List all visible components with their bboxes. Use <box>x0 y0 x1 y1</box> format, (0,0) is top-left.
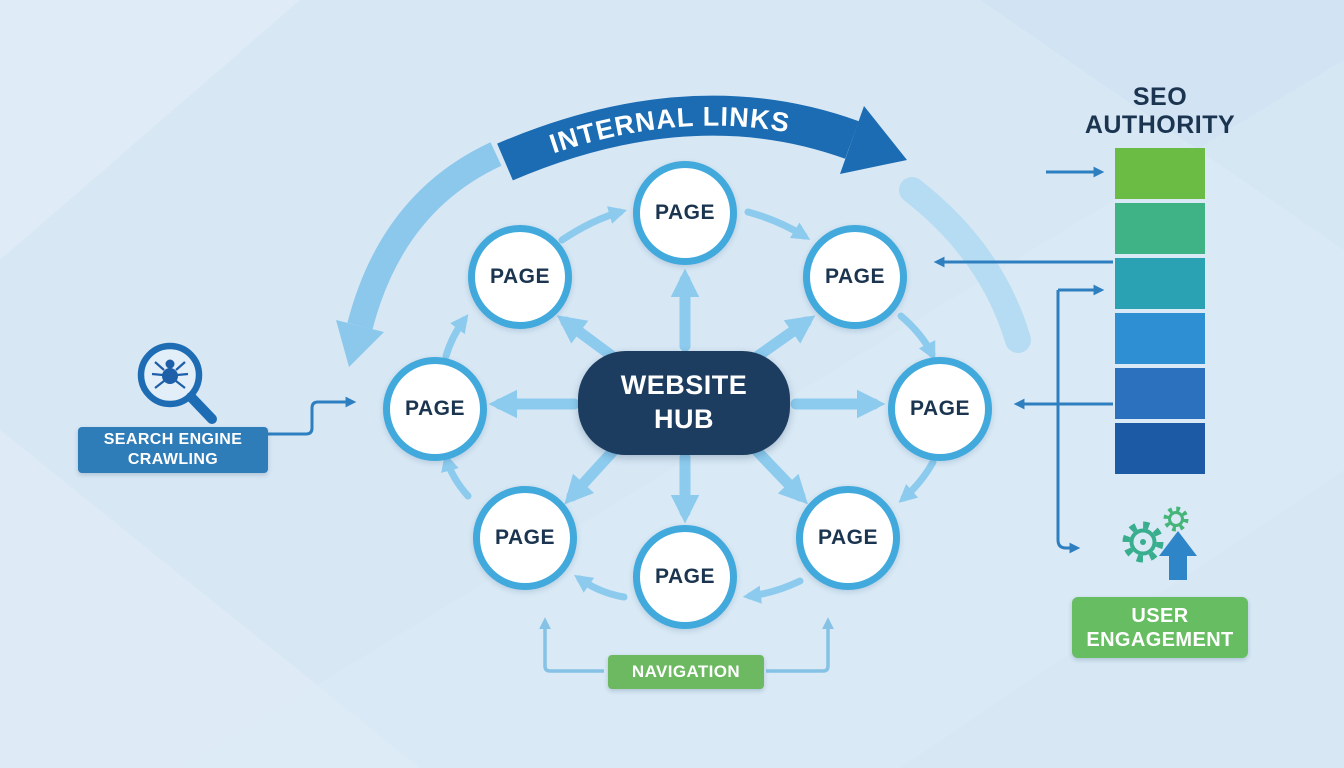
seo-bar <box>1115 258 1205 309</box>
internal-links-label: INTERNAL LINKS <box>546 102 792 160</box>
navigation-text: NAVIGATION <box>631 662 741 681</box>
website-hub: WEBSITE HUB <box>578 351 790 455</box>
website-hub-label: WEBSITE HUB <box>620 370 748 434</box>
engagement-gears-icon <box>1122 506 1197 580</box>
search-magnifier-icon <box>137 342 217 424</box>
crawler-spider-icon <box>151 359 189 389</box>
page-node-bottom-left: PAGE <box>473 486 577 590</box>
page-ring-arrows <box>441 206 937 604</box>
page-node-top: PAGE <box>633 161 737 265</box>
page-node-top-right: PAGE <box>803 225 907 329</box>
connector-lines <box>933 166 1113 554</box>
page-label: PAGE <box>405 397 465 420</box>
seo-bar <box>1115 148 1205 199</box>
page-label: PAGE <box>655 565 715 588</box>
seo-bar <box>1115 423 1205 474</box>
search-engine-crawling-text: SEARCH ENGINE CRAWLING <box>103 431 243 468</box>
right-flow-arc <box>899 177 1031 353</box>
page-label: PAGE <box>655 201 715 224</box>
page-node-bottom: PAGE <box>633 525 737 629</box>
user-engagement-label: USER ENGAGEMENT <box>1072 597 1248 658</box>
hub-spoke-arrows <box>488 268 886 524</box>
navigation-label: NAVIGATION <box>608 655 764 689</box>
search-crawl-arrow <box>268 396 357 436</box>
page-label: PAGE <box>818 526 878 549</box>
internal-links-arrow: INTERNAL LINKS <box>497 95 907 181</box>
seo-bar <box>1115 368 1205 419</box>
page-node-bottom-right: PAGE <box>796 486 900 590</box>
page-node-top-left: PAGE <box>468 225 572 329</box>
engagement-up-arrow-icon <box>1159 531 1197 580</box>
page-label: PAGE <box>910 397 970 420</box>
seo-bar <box>1115 203 1205 254</box>
left-flow-arc <box>336 142 502 367</box>
page-label: PAGE <box>490 265 550 288</box>
seo-bar <box>1115 313 1205 364</box>
page-node-right: PAGE <box>888 357 992 461</box>
seo-authority-bars <box>1115 148 1205 478</box>
user-engagement-text: USER ENGAGEMENT <box>1086 604 1234 651</box>
search-engine-crawling-label: SEARCH ENGINE CRAWLING <box>78 427 268 473</box>
page-label: PAGE <box>825 265 885 288</box>
page-node-left: PAGE <box>383 357 487 461</box>
page-label: PAGE <box>495 526 555 549</box>
seo-authority-heading: SEO AUTHORITY <box>1084 83 1236 139</box>
navigation-arrows <box>539 617 834 673</box>
